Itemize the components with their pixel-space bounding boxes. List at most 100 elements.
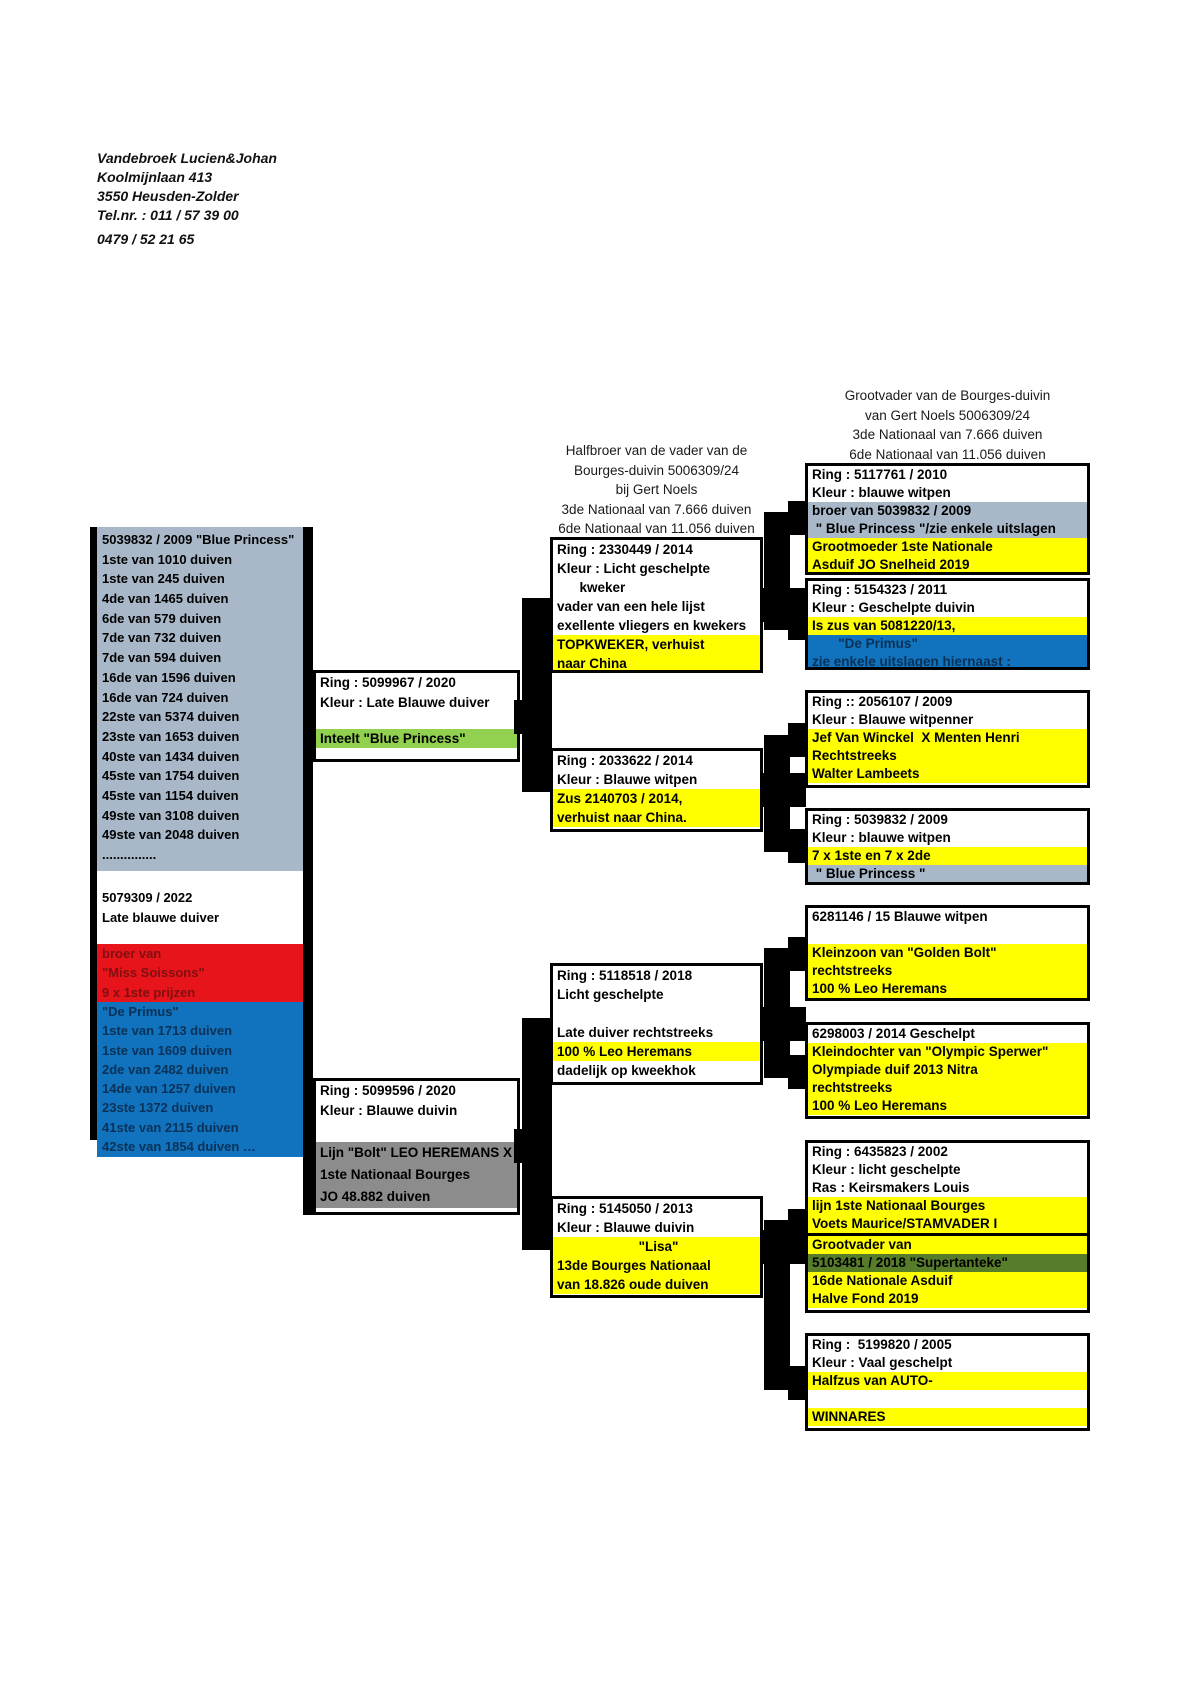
subject-ring: 5079309 / 2022: [102, 890, 193, 905]
color-line: Kleur : licht geschelpte: [812, 1162, 961, 1177]
result-line: 1ste van 245 duiven: [102, 571, 225, 587]
blue-line: 23ste 1372 duiven: [102, 1100, 214, 1116]
mother-line-note: Lijn "Bolt" LEO HEREMANS X 1ste Nationaa…: [316, 1142, 517, 1208]
red-line: "Miss Soissons": [102, 965, 205, 981]
text-line: vader van een hele lijst: [557, 599, 705, 614]
highlight-line: Halfzus van AUTO-: [808, 1372, 1087, 1390]
color-line: Kleur : Vaal geschelpt: [812, 1355, 953, 1370]
pigeon-name: "Lisa": [553, 1237, 760, 1256]
connector-gpmm-stub-bottom: [788, 1366, 806, 1400]
great-grandparent-box-6: 6298003 / 2014 Geschelpt Kleindochter va…: [805, 1022, 1090, 1119]
color-line: Kleur : Late Blauwe duiver: [320, 695, 490, 710]
ring-line: Ring : 2330449 / 2014: [557, 542, 693, 557]
note-line: Bourges-duivin 5006309/24: [573, 462, 740, 478]
highlight-line: Is zus van 5081220/13,: [808, 617, 1087, 635]
connector-gpff-stub-bottom: [788, 606, 806, 640]
grandfather-mf-box: Ring : 5118518 / 2018 Licht geschelpte L…: [550, 963, 763, 1085]
blue-line: 1ste van 1609 duiven: [102, 1042, 233, 1058]
note-line: van Gert Noels 5006309/24: [864, 407, 1031, 423]
highlight-line: 100 % Leo Heremans: [808, 980, 1087, 998]
text-line: exellente vliegers en kwekers: [557, 618, 747, 633]
result-line: 16de van 1596 duiven: [102, 669, 236, 685]
highlight-line: Asduif JO Snelheid 2019: [808, 556, 1087, 572]
highlight-line: 100 % Leo Heremans: [808, 1097, 1087, 1115]
subject-ring-block: 5079309 / 2022 Late blauwe duiver: [97, 871, 303, 944]
owner-phone: Tel.nr. : 011 / 57 39 00: [97, 207, 239, 223]
supertanteke-line: 5103481 / 2018 "Supertanteke": [808, 1254, 1087, 1272]
pigeon-id: 5039832 / 2009 "Blue Princess": [102, 532, 295, 547]
color-line: Kleur : Geschelpte duivin: [812, 600, 975, 615]
grandfather-ff-box: Ring : 2330449 / 2014 Kleur : Licht gesc…: [550, 537, 763, 673]
result-line: 23ste van 1653 duiven: [102, 728, 240, 744]
subject-left-border: [90, 527, 97, 1140]
text-line: " Blue Princess ": [808, 865, 1087, 882]
blue-line: 42ste van 1854 duiven …: [102, 1139, 256, 1155]
result-line: 22ste van 5374 duiven: [102, 709, 240, 725]
divider: [808, 1233, 1087, 1236]
breed-line: Ras : Keirsmakers Louis: [812, 1180, 970, 1195]
subject-column: 5039832 / 2009 "Blue Princess" 1ste van …: [97, 527, 303, 1157]
ring-line: Ring : 2033622 / 2014: [557, 753, 693, 768]
ring-line: Ring : 5099596 / 2020: [320, 1083, 456, 1098]
note-grandfather-side: Grootvader van de Bourges-duivin van Ger…: [800, 386, 1095, 464]
result-line: ...............: [102, 847, 157, 862]
blank-line: [553, 1004, 760, 1023]
ring-line: Ring :: 2056107 / 2009: [812, 694, 953, 709]
color-line: Kleur : blauwe witpen: [812, 830, 951, 845]
highlight-line: lijn 1ste Nationaal Bourges: [808, 1197, 1087, 1215]
result-line: 45ste van 1754 duiven: [102, 768, 240, 784]
result-line: 1ste van 1010 duiven: [102, 551, 233, 567]
highlight-line: rechtstreeks: [808, 962, 1087, 980]
great-grandparent-box-1: Ring : 5117761 / 2010 Kleur : blauwe wit…: [805, 463, 1090, 575]
red-line: 9 x 1ste prijzen: [102, 984, 196, 1000]
mother-box: Ring : 5099596 / 2020 Kleur : Blauwe dui…: [313, 1078, 520, 1215]
text-line: " Blue Princess "/zie enkele uitslagen: [808, 520, 1087, 538]
blue-line: 41ste van 2115 duiven: [102, 1119, 239, 1135]
result-line: 4de van 1465 duiven: [102, 591, 229, 607]
highlight-line: TOPKWEKER, verhuist: [553, 635, 760, 654]
ring-line: Ring : 6435823 / 2002: [812, 1144, 948, 1159]
blue-line: "De Primus": [102, 1004, 179, 1019]
color-line: Kleur : Licht geschelpte: [557, 561, 711, 576]
grandmother-mm-box: Ring : 5145050 / 2013 Kleur : Blauwe dui…: [550, 1196, 763, 1298]
line-note: Lijn "Bolt" LEO HEREMANS X: [316, 1142, 517, 1164]
ring-line: Ring : 5039832 / 2009: [812, 812, 948, 827]
grandmother-fm-box: Ring : 2033622 / 2014 Kleur : Blauwe wit…: [550, 748, 763, 832]
ring-line: Ring : 5118518 / 2018: [557, 968, 693, 983]
note-line: 3de Nationaal van 7.666 duiven: [852, 427, 1043, 442]
note-line: Halfbroer van de vader van de: [565, 443, 748, 458]
pedigree-spine: [303, 527, 313, 1215]
result-line: 7de van 732 duiven: [102, 630, 222, 646]
owner-city: 3550 Heusden-Zolder: [97, 188, 239, 204]
owner-name: Vandebroek Lucien&Johan: [97, 150, 277, 166]
text-line: Late duiver rechtstreeks: [557, 1025, 714, 1040]
highlight-line: Jef Van Winckel X Menten Henri: [808, 729, 1087, 747]
result-line: 49ste van 3108 duiven: [102, 807, 240, 823]
highlight-line: Grootvader van: [808, 1236, 1087, 1254]
blank-line: [808, 926, 1087, 944]
color-line: Kleur : Blauwe duivin: [320, 1103, 458, 1118]
connector-gpmf-stub-bottom: [788, 1055, 806, 1089]
text-line: broer van 5039832 / 2009: [808, 502, 1087, 520]
blue-line: 14de van 1257 duiven: [102, 1081, 236, 1097]
note-line: bij Gert Noels: [615, 482, 698, 497]
blank-line: [808, 1390, 1087, 1408]
subject-results-blue-princess: 5039832 / 2009 "Blue Princess" 1ste van …: [97, 527, 303, 871]
result-line: 45ste van 1154 duiven: [102, 787, 239, 803]
highlight-line: naar China: [553, 654, 760, 670]
connector-father-bar: [522, 598, 552, 792]
note-line: 6de Nationaal van 11.056 duiven: [849, 446, 1046, 462]
connector-gpmf-stub-top: [788, 937, 806, 971]
color-line: Licht geschelpte: [557, 987, 664, 1002]
spacer: [316, 713, 517, 729]
connector-gpfm-stub-top: [788, 723, 806, 757]
note-line: 6de Nationaal van 11.056 duiven: [558, 521, 755, 536]
ring-line: Ring : 5117761 / 2010: [812, 467, 948, 482]
text-line: kweker: [557, 580, 626, 595]
connector-gpfm-stub-bottom: [788, 829, 806, 863]
connector-gpfm-stub: [761, 773, 806, 807]
highlight-line: verhuist naar China.: [553, 808, 760, 827]
subject-miss-soissons-block: broer van "Miss Soissons" 9 x 1ste prijz…: [97, 944, 303, 1002]
highlight-line: rechtstreeks: [808, 1079, 1087, 1097]
